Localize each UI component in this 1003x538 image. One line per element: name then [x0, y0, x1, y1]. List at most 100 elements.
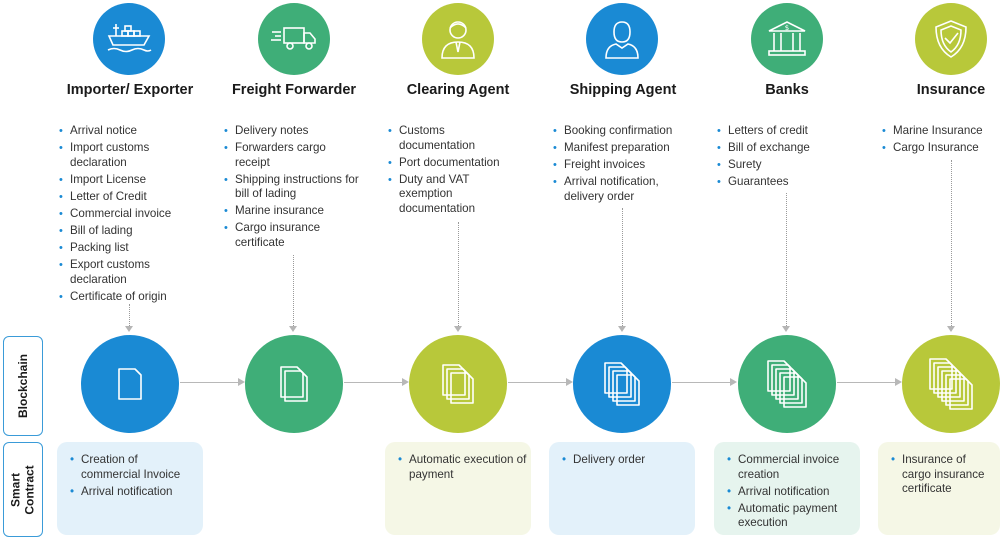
party-title: Insurance	[916, 82, 986, 98]
connector-line	[786, 193, 787, 326]
connector-line	[951, 160, 952, 326]
document-list: Customs documentation Port documentation…	[388, 124, 508, 219]
document-stack-icon	[929, 358, 973, 410]
smart-contract-list: Insurance of cargo insurance certificate	[891, 453, 992, 499]
person-silhouette-icon	[586, 3, 658, 75]
list-item: Bill of exchange	[717, 141, 847, 156]
document-list: Delivery notes Forwarders cargo receipt …	[224, 124, 374, 253]
document-sheet	[442, 364, 466, 396]
document-sheet	[933, 362, 957, 394]
list-item: Export customs declaration	[59, 258, 189, 287]
smart-contract-list: Commercial invoice creation Arrival noti…	[727, 453, 852, 533]
list-item: Manifest preparation	[553, 141, 683, 156]
list-item: Freight invoices	[553, 158, 683, 173]
blockchain-node-importer-exporter	[81, 335, 179, 433]
flow-arrow-line	[344, 382, 402, 383]
document-stack-icon	[604, 362, 640, 406]
list-item: Guarantees	[717, 175, 847, 190]
connector-arrowhead	[289, 326, 297, 332]
connector-line	[458, 222, 459, 326]
party-title: Importer/ Exporter	[66, 82, 194, 98]
list-item: Commercial invoice creation	[727, 453, 850, 482]
document-sheet	[118, 368, 142, 400]
document-stack-icon	[280, 366, 308, 402]
connector-arrowhead	[454, 326, 462, 332]
list-item: Customs documentation	[388, 124, 508, 153]
list-item: Delivery notes	[224, 124, 374, 139]
blockchain-node-banks	[738, 335, 836, 433]
connector-arrowhead	[947, 326, 955, 332]
shield-check-icon	[915, 3, 987, 75]
smart-contract-list: Creation of commercial Invoice Arrival n…	[70, 453, 195, 502]
document-sheet	[779, 372, 803, 404]
document-list: Marine Insurance Cargo Insurance	[882, 124, 1002, 158]
document-sheet	[945, 374, 969, 406]
document-list: Booking confirmation Manifest preparatio…	[553, 124, 683, 207]
party-title: Clearing Agent	[406, 82, 510, 98]
smart-contract-label-text: Smart Contract	[9, 465, 37, 514]
list-item: Delivery order	[562, 453, 687, 468]
bank-building-icon: $	[751, 3, 823, 75]
document-stack-icon	[118, 368, 142, 400]
smart-contract-box-insurance: Insurance of cargo insurance certificate	[878, 442, 1000, 535]
list-item: Commercial invoice	[59, 207, 189, 222]
blockchain-node-freight-forwarder	[245, 335, 343, 433]
smart-contract-list: Automatic execution of payment	[398, 453, 526, 485]
document-sheet	[446, 368, 470, 400]
blockchain-label-text: Blockchain	[16, 353, 30, 419]
document-sheet	[929, 358, 953, 390]
document-sheet	[775, 368, 799, 400]
flow-arrow-line	[508, 382, 566, 383]
list-item: Certificate of origin	[59, 290, 189, 305]
agent-person-icon	[422, 3, 494, 75]
list-item: Arrival notification	[70, 485, 195, 500]
smart-contract-row-label: Smart Contract	[3, 442, 43, 537]
blockchain-row-label: Blockchain	[3, 336, 43, 436]
document-list: Arrival notice Import customs declaratio…	[59, 124, 189, 307]
document-sheet	[616, 374, 640, 406]
document-sheet	[771, 364, 795, 396]
flow-arrow-line	[672, 382, 730, 383]
flow-arrowhead	[730, 378, 737, 386]
list-item: Import License	[59, 173, 189, 188]
list-item: Bill of lading	[59, 224, 189, 239]
flow-arrowhead	[895, 378, 902, 386]
document-sheet	[937, 366, 961, 398]
flow-arrowhead	[402, 378, 409, 386]
list-item: Shipping instructions for bill of lading	[224, 173, 373, 202]
document-sheet	[612, 370, 636, 402]
flow-arrowhead	[566, 378, 573, 386]
document-sheet	[450, 372, 474, 404]
list-item: Cargo Insurance	[882, 141, 1002, 156]
list-item: Letters of credit	[717, 124, 847, 139]
list-item: Creation of commercial Invoice	[70, 453, 191, 482]
smart-contract-box-importer-exporter: Creation of commercial Invoice Arrival n…	[57, 442, 203, 535]
smart-contract-box-clearing-agent: Automatic execution of payment	[385, 442, 531, 535]
document-sheet	[284, 370, 308, 402]
list-item: Booking confirmation	[553, 124, 683, 139]
list-item: Port documentation	[388, 156, 508, 171]
document-stack-icon	[767, 360, 807, 408]
list-item: Forwarders cargo receipt	[224, 141, 347, 170]
list-item: Arrival notification, delivery order	[553, 175, 674, 204]
list-item: Import customs declaration	[59, 141, 189, 170]
list-item: Cargo insurance certificate	[224, 221, 347, 250]
document-sheet	[783, 376, 807, 408]
document-list: Letters of credit Bill of exchange Suret…	[717, 124, 847, 192]
connector-arrowhead	[782, 326, 790, 332]
document-sheet	[604, 362, 628, 394]
list-item: Surety	[717, 158, 847, 173]
flow-arrow-line	[180, 382, 238, 383]
blockchain-node-insurance	[902, 335, 1000, 433]
svg-text:$: $	[785, 24, 789, 32]
document-stack-icon	[442, 364, 474, 404]
list-item: Letter of Credit	[59, 190, 189, 205]
party-title: Freight Forwarder	[231, 82, 357, 98]
flow-arrowhead	[238, 378, 245, 386]
smart-contract-label-line: Contract	[23, 464, 37, 515]
document-sheet	[941, 370, 965, 402]
party-title: Banks	[765, 82, 809, 98]
smart-contract-label-line: Smart	[9, 472, 23, 507]
connector-line	[293, 255, 294, 326]
list-item: Marine insurance	[224, 204, 374, 219]
